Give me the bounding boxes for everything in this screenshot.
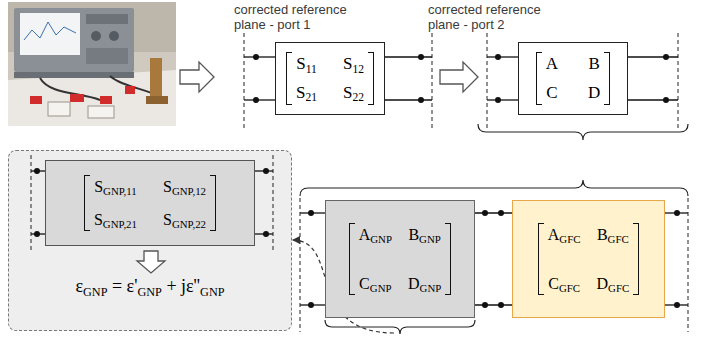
subscript: GNP,11: [103, 185, 137, 197]
permittivity-equation: εGNP = ε'GNP + jε''GNP: [9, 276, 291, 297]
subscript: GNP: [83, 285, 107, 299]
reference-plane: [31, 155, 32, 253]
matrix-element: S12: [343, 54, 364, 74]
matrix-element: DGNP: [408, 274, 441, 293]
subscript: 12: [352, 63, 364, 76]
matrix: AGNP BGNP CGNP DGNP: [349, 224, 452, 294]
subscript: GNP,21: [103, 218, 137, 230]
subscript: GNP,12: [172, 185, 206, 197]
subscript: 11: [306, 63, 317, 76]
matrix-element: B: [588, 54, 599, 74]
matrix-element: BGNP: [408, 225, 440, 244]
matrix: AGFC BGFC CGFC DGFC: [538, 224, 639, 294]
matrix-element: D: [588, 83, 600, 103]
matrix-element: CGFC: [548, 274, 580, 293]
matrix-element: DGFC: [597, 274, 630, 293]
matrix-element: AGNP: [359, 225, 392, 244]
hollow-arrow: [180, 62, 214, 92]
subscript: 22: [352, 91, 364, 104]
port-dot: [263, 231, 269, 237]
matrix-element: BGFC: [597, 225, 629, 244]
subscript: GFC: [559, 233, 580, 245]
port-dot: [34, 168, 40, 174]
hollow-arrow: [137, 251, 165, 273]
matrix-element: SGNP,21: [94, 210, 137, 229]
matrix-element: CGNP: [359, 274, 391, 293]
port-dot: [34, 231, 40, 237]
setup-photo: [8, 2, 176, 126]
reference-plane-label: corrected reference plane - port 1: [234, 3, 359, 33]
gfc-abcd-box: AGFC BGFC CGFC DGFC: [512, 200, 665, 318]
port-dot: [263, 168, 269, 174]
hollow-arrow: [440, 62, 478, 92]
reference-plane: [244, 33, 688, 332]
matrix-element: SGNP,11: [94, 177, 137, 196]
wire-connector: [475, 212, 512, 213]
s-gnp-matrix-box: SGNP,11 SGNP,12SGNP,21 SGNP,22: [45, 160, 255, 246]
subscript: GFC: [559, 282, 580, 294]
subscript: GFC: [608, 233, 629, 245]
matrix-element: S11: [296, 54, 317, 74]
matrix-element: AGFC: [548, 225, 581, 244]
subscript: GNP: [420, 282, 442, 294]
matrix: S11 S12S21 S22: [286, 53, 374, 104]
matrix: SGNP,11 SGNP,12SGNP,21 SGNP,22: [84, 176, 216, 230]
matrix-element: SGNP,22: [163, 210, 206, 229]
subscript: GNP,22: [172, 218, 206, 230]
subscript: GNP: [419, 233, 441, 245]
subscript: GNP: [137, 285, 161, 299]
matrix: A B C D: [536, 53, 611, 104]
matrix-element: S22: [343, 83, 364, 103]
wire-connector: [475, 304, 512, 305]
reference-plane: [273, 155, 274, 253]
matrix-element: S21: [296, 83, 317, 103]
subscript: GNP: [200, 285, 224, 299]
subscript: GFC: [608, 282, 629, 294]
dashed-panel: εGNP = ε'GNP + jε''GNPSGNP,11SGNP,12SGNP…: [8, 150, 292, 331]
s-matrix-box: S11 S12S21 S22: [275, 42, 385, 115]
subscript: GNP: [370, 233, 392, 245]
matrix-element: A: [546, 54, 558, 74]
reference-plane-label: corrected reference plane - port 2: [428, 3, 553, 33]
subscript: 21: [305, 91, 317, 104]
gnp-abcd-box: AGNP BGNP CGNP DGNP: [325, 200, 475, 318]
abcd-matrix-box: A B C D: [518, 42, 628, 115]
matrix-element: SGNP,12: [163, 177, 206, 196]
curly-brace: [300, 124, 688, 334]
subscript: GNP: [370, 282, 392, 294]
matrix-element: C: [546, 83, 557, 103]
